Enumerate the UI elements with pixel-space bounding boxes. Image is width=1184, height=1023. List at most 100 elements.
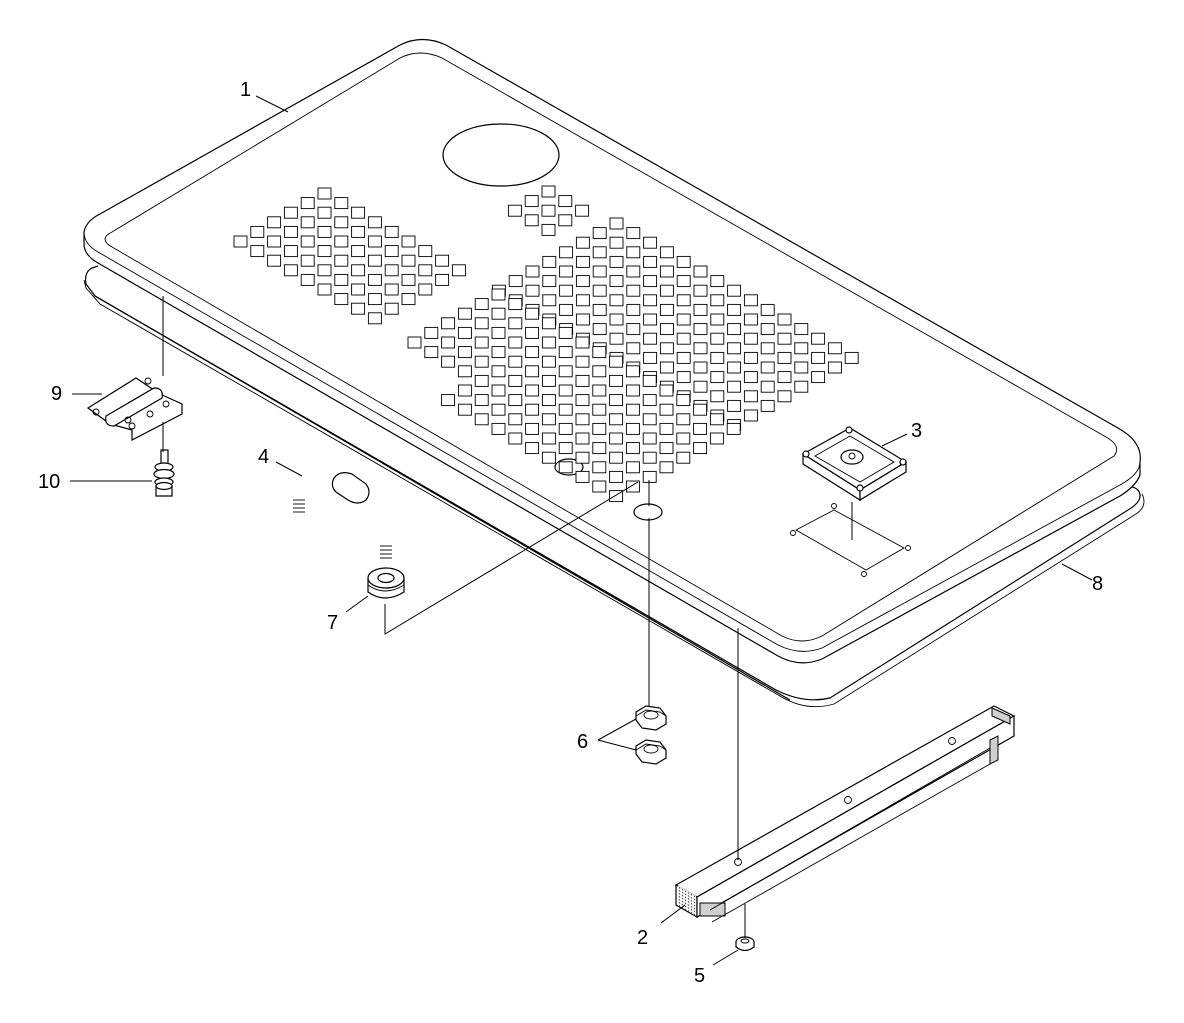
vent-square (643, 275, 658, 288)
vent-square (727, 303, 742, 316)
vent-square (659, 461, 674, 474)
vent-square (525, 326, 540, 339)
vent-square (233, 235, 248, 248)
vent-square (317, 206, 332, 219)
vent-square (441, 394, 456, 407)
vent-square (367, 312, 382, 325)
vent-square (642, 413, 657, 426)
vent-square (811, 351, 826, 364)
vent-square (575, 451, 590, 464)
vent-square (743, 294, 758, 307)
vent-square (693, 361, 708, 374)
vent-square (575, 336, 590, 349)
vent-square (760, 361, 775, 374)
screw-with-washers (153, 449, 175, 497)
vent-square (659, 303, 674, 316)
vent-square (777, 313, 792, 326)
vent-square (643, 294, 658, 307)
vent-square (827, 342, 842, 355)
vent-square (367, 293, 382, 306)
vent-square (491, 384, 506, 397)
vent-square (777, 390, 792, 403)
vent-square (659, 342, 674, 355)
vent-square (625, 365, 640, 378)
callout-9: 9 (51, 383, 62, 405)
vent-square (525, 403, 540, 416)
vent-square (676, 294, 691, 307)
vent-square (300, 216, 315, 229)
vent-square (474, 298, 489, 311)
vent-square (267, 235, 282, 248)
vent-square (575, 413, 590, 426)
vent-square (794, 361, 809, 374)
vent-square (727, 342, 742, 355)
vent-square (317, 283, 332, 296)
vent-square (451, 264, 466, 277)
vent-square (626, 303, 641, 316)
vent-square (626, 284, 641, 297)
vent-square (558, 346, 573, 359)
vent-square (401, 235, 416, 248)
vent-square (693, 442, 708, 455)
vent-square (558, 461, 573, 474)
vent-square (525, 346, 540, 359)
assembly-lines (162, 296, 853, 938)
vent-square (508, 374, 523, 387)
vent-square (676, 394, 691, 407)
vent-square (760, 399, 775, 412)
callout-2: 2 (637, 927, 648, 949)
vent-square (676, 451, 691, 464)
gasket-seal (83, 265, 1145, 708)
round-hole (633, 503, 663, 521)
vent-square (676, 313, 691, 326)
vent-square (491, 403, 506, 416)
vent-square (542, 294, 557, 307)
vent-square (491, 346, 506, 359)
vent-square (625, 480, 640, 493)
vent-square (384, 283, 399, 296)
vent-square (491, 307, 506, 320)
vent-square (743, 371, 758, 384)
vent-square (334, 273, 349, 286)
vent-square (317, 264, 332, 277)
vent-square (844, 351, 859, 364)
vent-square (693, 323, 708, 336)
vent-square (541, 185, 556, 198)
vent-square (525, 422, 540, 435)
vent-square (626, 323, 641, 336)
vent-square (317, 245, 332, 258)
vent-square (334, 254, 349, 267)
vent-square (575, 470, 590, 483)
vent-square (625, 461, 640, 474)
vent-square (558, 403, 573, 416)
vent-square (334, 235, 349, 248)
vent-square (367, 254, 382, 267)
vent-square (609, 470, 624, 483)
vent-square (643, 332, 658, 345)
vent-square (351, 283, 366, 296)
vent-square (592, 384, 607, 397)
vent-square (727, 323, 742, 336)
vent-square (401, 273, 416, 286)
vent-square (727, 361, 742, 374)
spacer-washer (367, 567, 405, 599)
vent-square (609, 236, 624, 249)
callout-7: 7 (327, 612, 338, 634)
vent-square (710, 371, 725, 384)
vent-square (351, 302, 366, 315)
vent-square (300, 197, 315, 210)
vent-square (811, 332, 826, 345)
vent-square (525, 307, 540, 320)
vent-square (693, 422, 708, 435)
vent-square (642, 470, 657, 483)
vent-square (609, 275, 624, 288)
vent-square (541, 355, 556, 368)
vent-square (384, 302, 399, 315)
vent-square (592, 480, 607, 493)
vent-square (659, 384, 674, 397)
vent-grilles (233, 185, 859, 503)
vent-square (351, 206, 366, 219)
vent-square (559, 246, 574, 259)
vent-square (575, 255, 590, 268)
vent-square (525, 365, 540, 378)
